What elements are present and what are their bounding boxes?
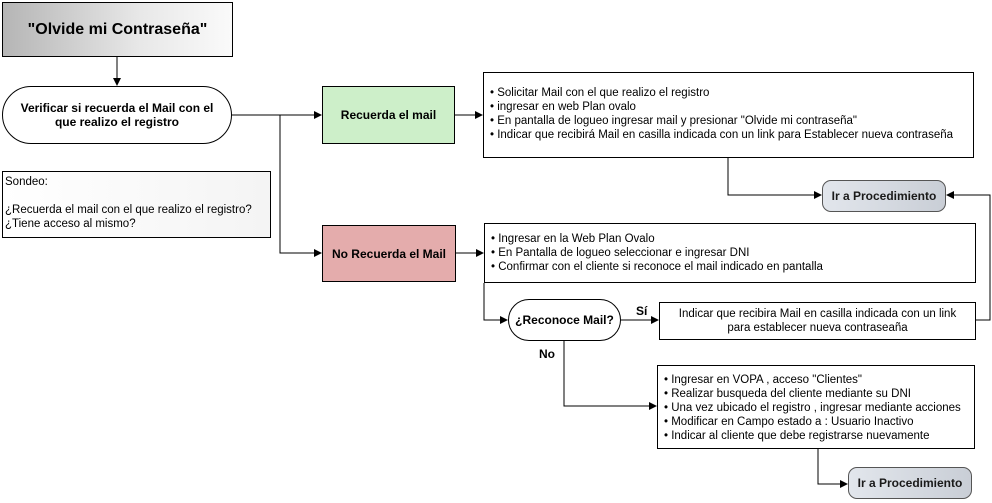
title-box: "Olvide mi Contraseña": [2, 2, 233, 57]
procedure-label: Ir a Procedimiento: [857, 476, 963, 490]
step-item: • Confirmar con el cliente si reconoce e…: [491, 261, 823, 273]
verify-mail-label: Verificar si recuerda el Mail con el que…: [20, 101, 214, 129]
recognizes-step-box: Indicar que recibira Mail en casilla ind…: [659, 302, 976, 340]
step-item: • Indicar al cliente que debe registrars…: [664, 430, 930, 442]
remembers-mail-node: Recuerda el mail: [322, 86, 455, 144]
sondeo-heading: Sondeo:: [5, 176, 48, 188]
step-item: • Realizar busqueda del cliente mediante…: [664, 388, 911, 400]
step-item: • En Pantalla de logueo seleccionar e in…: [491, 247, 750, 259]
not-remember-steps-box: • Ingresar en la Web Plan Ovalo • En Pan…: [484, 223, 976, 283]
not-remember-mail-label: No Recuerda el Mail: [331, 246, 447, 261]
edge-decision-no: [563, 341, 657, 410]
verify-mail-node: Verificar si recuerda el Mail con el que…: [2, 86, 232, 144]
go-to-procedure-1: Ir a Procedimiento: [822, 180, 946, 212]
not-recognize-steps-box: • Ingresar en VOPA , acceso "Clientes" •…: [657, 365, 975, 449]
edge-label-no: No: [539, 347, 555, 361]
step-item: • Una vez ubicado el registro , ingresar…: [664, 402, 961, 414]
edge-steps-procedure-1: [727, 158, 822, 199]
step-item: • Ingresar en VOPA , acceso "Clientes": [664, 374, 862, 386]
step-item: • Ingresar en la Web Plan Ovalo: [491, 233, 655, 245]
remembers-mail-label: Recuerda el mail: [340, 108, 437, 122]
step-item: • Solicitar Mail con el que realizo el r…: [490, 87, 710, 99]
not-remember-mail-node: No Recuerda el Mail: [322, 225, 456, 282]
go-to-procedure-2: Ir a Procedimiento: [848, 467, 972, 499]
edge-recognizes-procedure-1: [946, 191, 991, 321]
sondeo-question: ¿Tiene acceso al mismo?: [5, 218, 136, 230]
step-item: • En pantalla de logueo ingresar mail y …: [490, 115, 857, 127]
edge-verify-not-remembers: [279, 115, 322, 257]
edge-steps-procedure-2: [817, 449, 848, 488]
recognizes-mail-decision: ¿Reconoce Mail?: [508, 299, 621, 341]
step-item: • ingresar en web Plan ovalo: [490, 101, 636, 113]
decision-label: ¿Reconoce Mail?: [515, 313, 614, 327]
edge-label-yes: Sí: [636, 304, 648, 318]
step-item: • Modificar en Campo estado a : Usuario …: [664, 416, 914, 428]
sondeo-question: ¿Recuerda el mail con el que realizo el …: [5, 204, 252, 216]
edge-steps-decision: [483, 283, 508, 324]
sondeo-note: Sondeo: ¿Recuerda el mail con el que rea…: [2, 171, 271, 238]
step-item: • Indicar que recibirá Mail en casilla i…: [490, 129, 954, 141]
recognizes-step-text: Indicar que recibira Mail en casilla ind…: [678, 308, 957, 334]
remembers-steps-box: • Solicitar Mail con el que realizo el r…: [483, 72, 974, 158]
procedure-label: Ir a Procedimiento: [831, 189, 937, 203]
diagram-title: "Olvide mi Contraseña": [27, 20, 208, 38]
